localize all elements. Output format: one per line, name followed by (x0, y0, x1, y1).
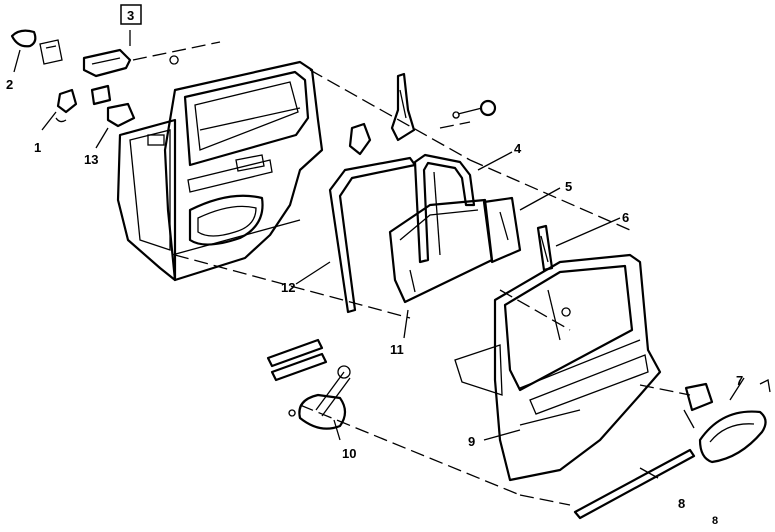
callout-1: 1 (34, 140, 41, 155)
mirror-parts (10, 29, 179, 128)
leader-arrows (13, 30, 745, 479)
callout-8: 8 (678, 496, 685, 511)
callout-2: 2 (6, 77, 13, 92)
callout-5: 5 (565, 179, 572, 194)
callout-10: 10 (342, 446, 356, 461)
callout-7: 7 (736, 373, 743, 388)
callout-labels: 2 1 13 3 4 5 6 12 11 7 9 10 8 8 (6, 4, 743, 527)
hinge-bracket (348, 72, 497, 156)
rear-door-shell (163, 60, 324, 282)
window-sash-frame (413, 153, 476, 264)
callout-13: 13 (84, 152, 98, 167)
belt-weatherstrips (266, 338, 328, 382)
callout-11: 11 (390, 342, 404, 357)
callout-12: 12 (281, 280, 295, 295)
front-door-shell (454, 253, 662, 482)
window-regulator (288, 365, 351, 430)
callout-3-box (120, 4, 142, 25)
outside-door-handle (683, 379, 771, 464)
callout-3: 3 (127, 8, 134, 23)
window-regulator-rail (536, 224, 554, 272)
sill-molding (573, 448, 696, 520)
glass-run-channel (328, 156, 417, 314)
callout-4: 4 (514, 141, 522, 156)
door-glass (388, 196, 522, 304)
door-trim-panel (116, 118, 177, 282)
callout-6: 6 (622, 210, 629, 225)
assembly-guide-lines (132, 41, 691, 506)
callout-9: 9 (468, 434, 475, 449)
corner-mark: 8 (712, 515, 718, 527)
